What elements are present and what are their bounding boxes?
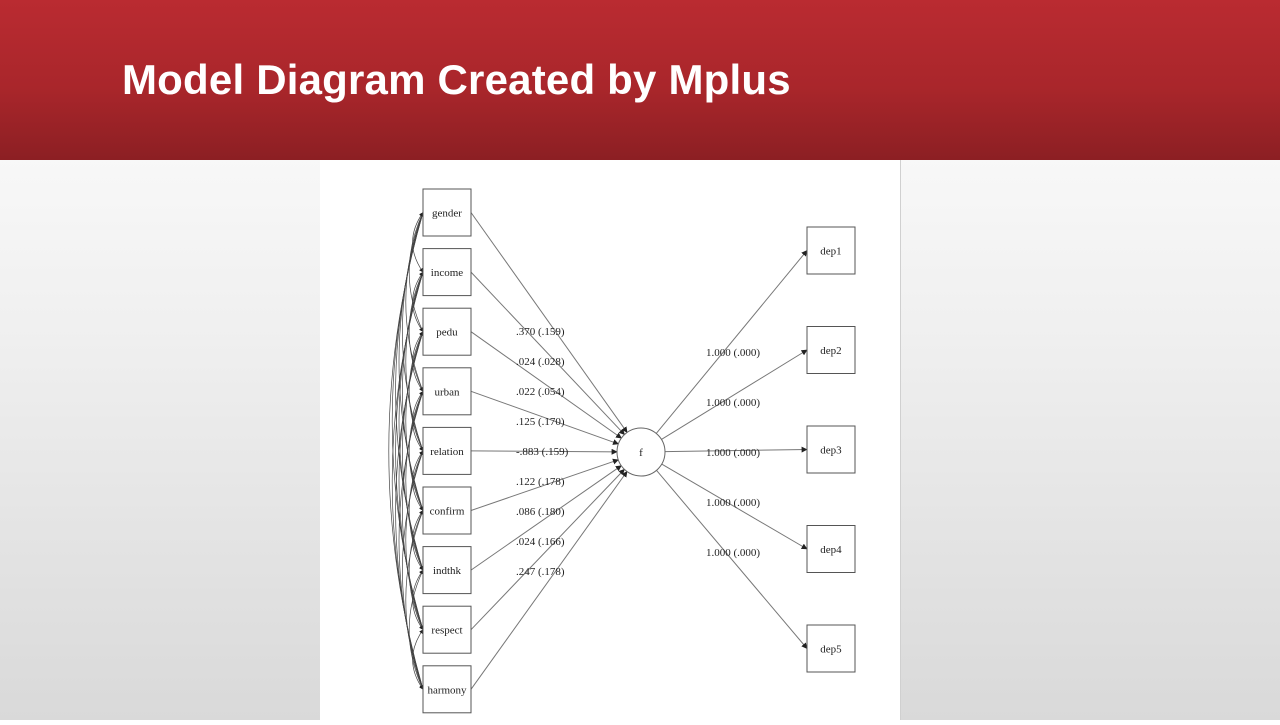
covariance-arc [402, 390, 424, 631]
loading-coefficient: 1.000 (.000) [706, 547, 760, 559]
predictor-box [422, 188, 472, 237]
predictor-box [422, 486, 472, 535]
path-coefficient: .086 (.180) [516, 506, 565, 518]
loading-path [655, 250, 808, 434]
indicator-box [806, 226, 856, 275]
loading-coefficient: 1.000 (.000) [706, 447, 760, 459]
regression-path [470, 458, 619, 511]
indicator-box [806, 425, 856, 474]
predictor-label: urban [434, 386, 460, 398]
sem-path-diagram: gender income pedu urban relation confirm indt… [388, 188, 856, 714]
predictor-box [422, 248, 472, 297]
regression-path [470, 271, 625, 435]
predictor-label: income [431, 267, 463, 279]
indicator-label: dep4 [820, 544, 842, 556]
title-bar: Model Diagram Created by Mplus [0, 0, 1280, 160]
predictor-label: pedu [436, 327, 458, 339]
path-coefficient: .122 (.178) [516, 476, 565, 488]
covariance-arc [398, 390, 424, 690]
regression-path [470, 331, 622, 439]
loading-path [661, 349, 808, 440]
covariance-arc [405, 331, 424, 511]
regression-paths [470, 212, 808, 690]
diagram-nodes: gender income pedu urban relation confirm indt… [422, 188, 856, 714]
covariance-arc [408, 331, 424, 452]
path-coefficient: .024 (.028) [516, 356, 565, 368]
indicator-label: dep2 [820, 345, 841, 357]
path-coefficient: .247 (.178) [516, 566, 565, 578]
regression-path [470, 468, 625, 631]
loading-coefficient: 1.000 (.000) [706, 347, 760, 359]
latent-factor-circle [616, 427, 666, 477]
indicator-label: dep3 [820, 445, 842, 457]
loading-path [661, 463, 808, 550]
loading-path [656, 470, 808, 649]
path-coefficient: .125 (.170) [516, 416, 565, 428]
indicator-box [806, 624, 856, 673]
covariance-arc [402, 331, 424, 571]
predictor-box [422, 546, 472, 595]
loading-coefficient: 1.000 (.000) [706, 497, 760, 509]
indicator-label: dep5 [820, 644, 842, 656]
indicator-box [806, 525, 856, 573]
regression-path [470, 212, 628, 433]
predictor-label: respect [431, 625, 462, 637]
regression-path [470, 448, 618, 455]
covariance-arc [412, 629, 424, 690]
predictor-label: gender [432, 208, 462, 220]
covariance-arc [405, 212, 424, 392]
indicator-box [806, 326, 856, 374]
covariance-arc [405, 271, 424, 452]
covariance-arc [405, 390, 424, 571]
covariance-arc [405, 510, 424, 690]
indicator-label: dep1 [820, 246, 841, 258]
slide-title: Model Diagram Created by Mplus [122, 56, 791, 103]
panel-divider [900, 160, 901, 720]
covariance-arc [408, 212, 424, 333]
diagram-panel: gender income pedu urban relation confirm indt… [320, 160, 900, 720]
predictor-label: indthk [433, 565, 462, 577]
predictor-box [422, 665, 472, 714]
predictor-label: relation [430, 446, 464, 458]
loading-coefficient: 1.000 (.000) [706, 397, 760, 409]
regression-path [470, 471, 628, 690]
path-coefficient: .024 (.166) [516, 536, 565, 548]
covariance-arc [408, 569, 424, 690]
covariance-arc [408, 390, 424, 511]
predictor-box [422, 426, 472, 475]
path-coefficient: .370 (.159) [516, 326, 565, 338]
covariance-arc [402, 450, 424, 690]
path-coefficient-labels: .370 (.159) .024 (.028) .022 (.054) .125 (.… [516, 326, 760, 578]
covariance-arc [405, 450, 424, 631]
path-coefficient: .022 (.054) [516, 386, 565, 398]
predictor-box [422, 307, 472, 356]
predictor-label: harmony [427, 684, 467, 696]
predictor-box [422, 367, 472, 416]
loading-path [664, 446, 808, 453]
covariance-arc [408, 271, 424, 392]
predictor-box [422, 605, 472, 654]
latent-factor-label: f [639, 447, 643, 459]
covariance-arc [408, 450, 424, 571]
covariance-arc [408, 510, 424, 631]
regression-path [470, 465, 622, 571]
path-coefficient: -.883 (.159) [516, 446, 569, 458]
covariance-arcs [388, 212, 424, 690]
predictor-label: confirm [430, 506, 465, 518]
regression-path [470, 390, 619, 445]
